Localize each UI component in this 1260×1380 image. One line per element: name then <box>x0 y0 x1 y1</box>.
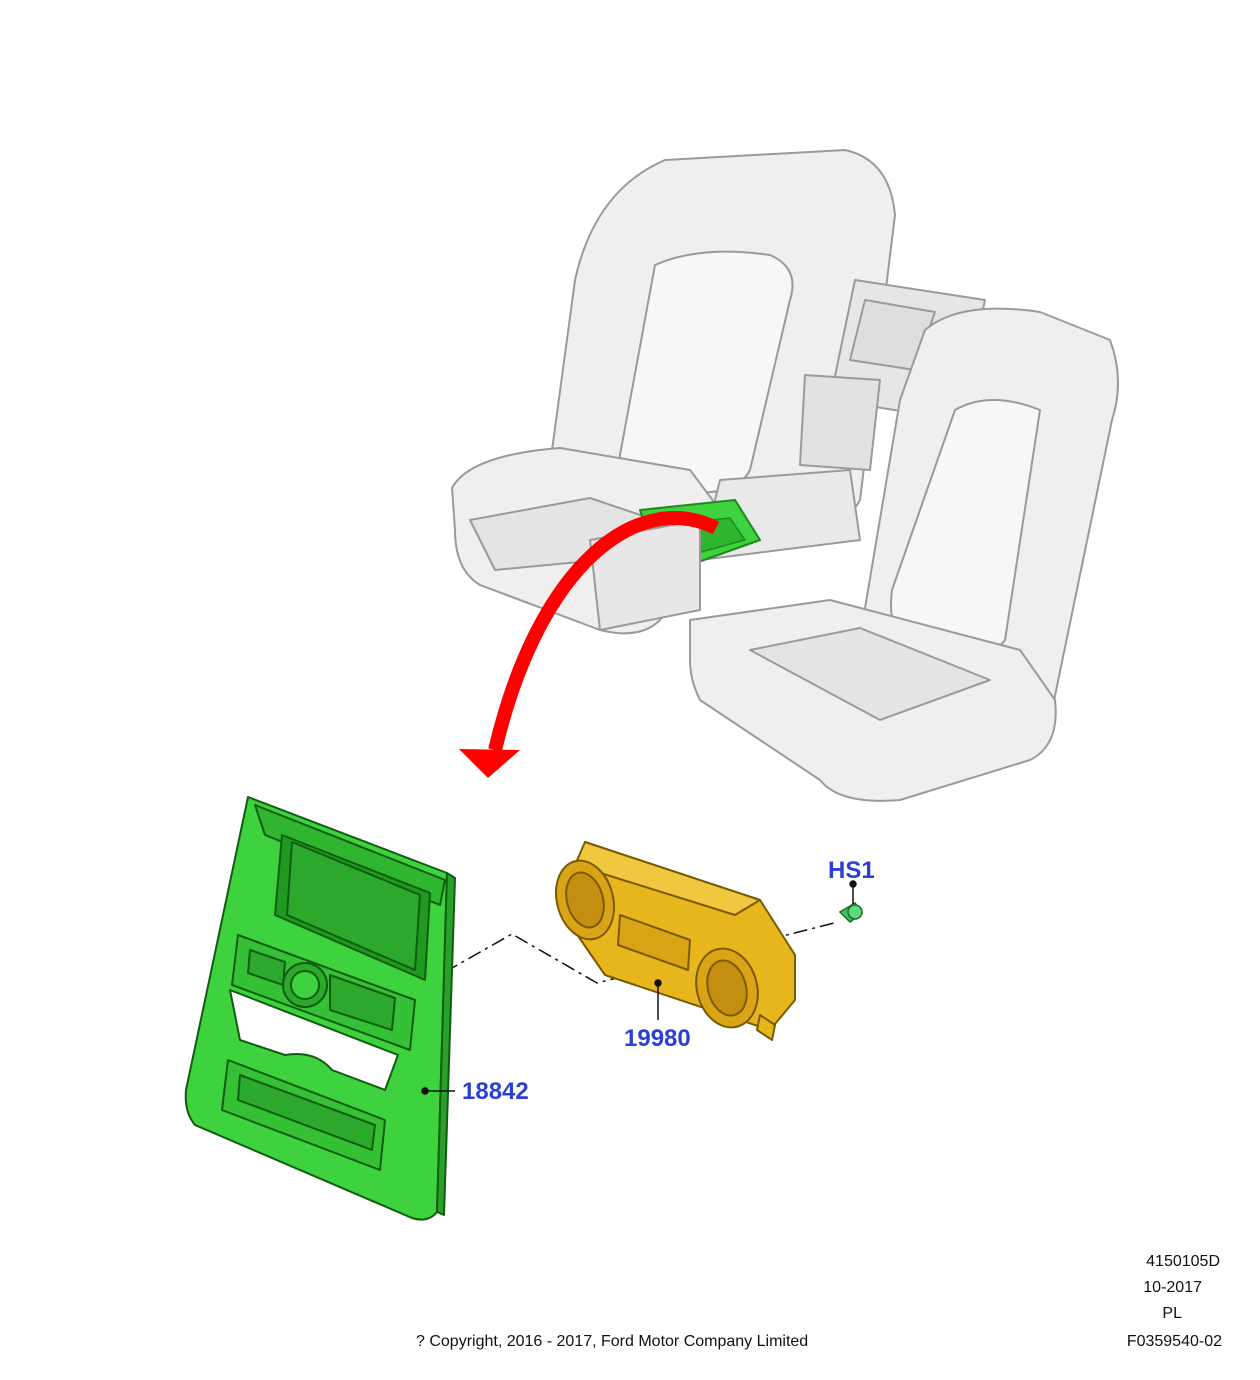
callout-hs1: HS1 <box>828 857 875 884</box>
figure-id: F0359540-02 <box>1126 1333 1222 1350</box>
copyright-notice: ? Copyright, 2016 - 2017, Ford Motor Com… <box>416 1333 809 1350</box>
drawing-number: 4150105D <box>1146 1253 1220 1270</box>
green-bezel-part-18842 <box>184 796 456 1221</box>
language-code: PL <box>1162 1305 1182 1322</box>
callout-19980: 19980 <box>624 1025 691 1052</box>
callout-leaders <box>421 880 857 1095</box>
drawing-date: 10-2017 <box>1143 1279 1202 1296</box>
rear-seat-illustration <box>451 149 1119 802</box>
red-direction-arrow <box>459 511 720 778</box>
callout-18842: 18842 <box>462 1078 529 1105</box>
screw-hs1 <box>838 901 864 923</box>
climate-control-module-19980 <box>555 841 796 1041</box>
